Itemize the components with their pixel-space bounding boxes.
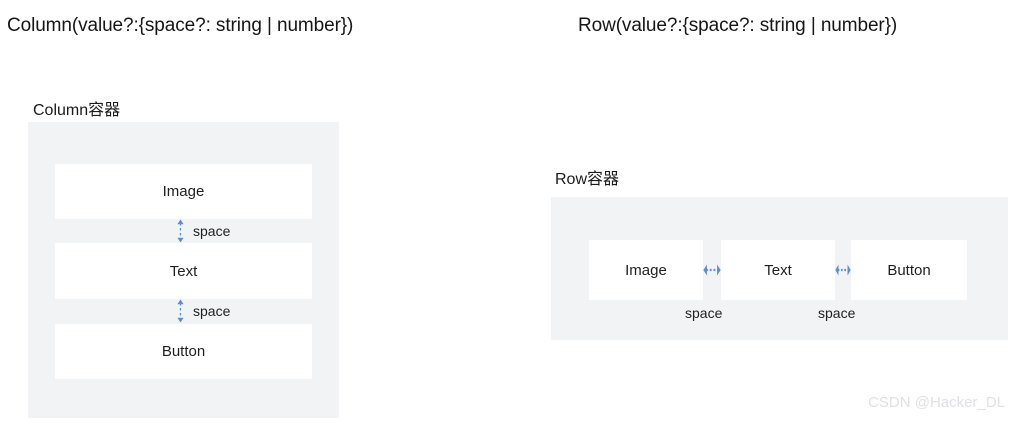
double-arrow-horizontal-icon: [835, 264, 851, 276]
row-gap-marker-1: [703, 262, 721, 278]
row-item-image: Image: [589, 240, 703, 300]
column-gap-label-1: space: [193, 223, 231, 239]
column-item-image: Image: [55, 164, 312, 219]
column-panel-title: Column容器: [33, 102, 121, 119]
watermark: CSDN @Hacker_DL: [868, 394, 1005, 411]
row-signature: Row(value?:{space?: string | number}): [578, 15, 898, 36]
column-gap-label-2: space: [193, 303, 231, 319]
double-arrow-vertical-icon: [177, 219, 184, 243]
column-item-button: Button: [55, 324, 312, 379]
row-gap-label-2: space: [818, 305, 856, 321]
column-item-text: Text: [55, 243, 312, 299]
row-item-text: Text: [721, 240, 835, 300]
double-arrow-vertical-icon: [177, 299, 184, 323]
column-gap-marker-1: space: [176, 219, 230, 243]
row-gap-label-1: space: [685, 305, 723, 321]
row-item-button: Button: [851, 240, 967, 300]
row-panel-title: Row容器: [555, 171, 620, 188]
double-arrow-horizontal-icon: [703, 264, 721, 276]
column-signature: Column(value?:{space?: string | number}): [7, 15, 354, 36]
row-gap-marker-2: [835, 262, 851, 278]
column-gap-marker-2: space: [176, 299, 230, 323]
